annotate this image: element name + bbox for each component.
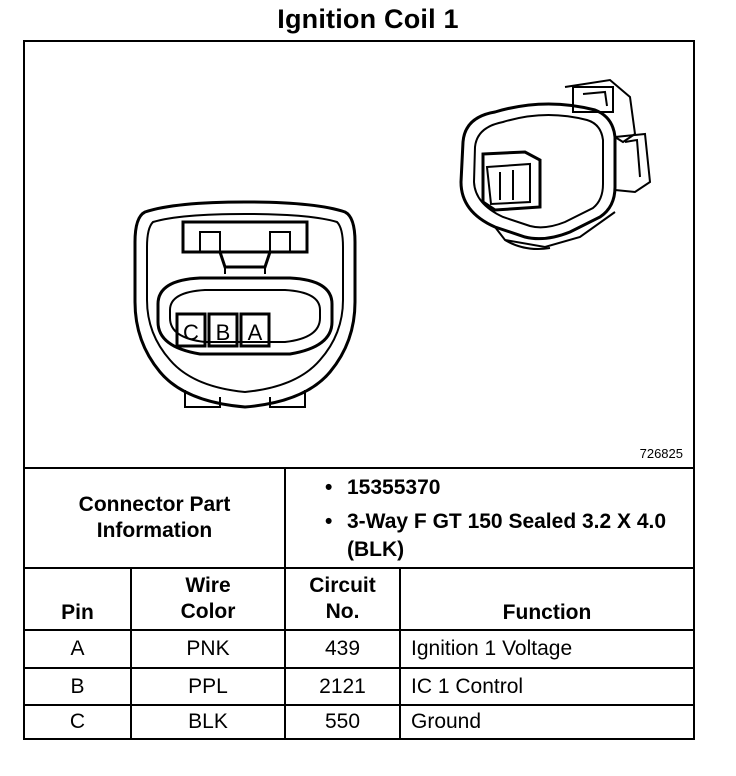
header-wire-color: Wire Color [180,574,236,623]
divider [25,667,693,669]
cell-pin: B [70,674,85,698]
cell-circuit-no: 2121 [319,674,366,698]
cell-wire-color: PNK [186,637,230,660]
cell-function: IC 1 Control [411,674,524,698]
cell-circuit-no: 550 [324,710,361,733]
divider [284,467,286,567]
part-number: 15355370 [347,476,441,499]
page-title: Ignition Coil 1 [277,4,459,34]
header-pin: Pin [61,601,94,624]
cell-wire-color: BLK [188,710,228,733]
list-item: • 15355370 [325,474,685,502]
list-item: • 3-Way F GT 150 Sealed 3.2 X 4.0 (BLK) [325,508,685,564]
cell-function: Ignition 1 Voltage [411,637,573,660]
cell-pin: C [69,710,86,733]
connector-drawing: C B A 726825 [25,42,693,467]
header-circuit-no: Circuit No. [309,574,376,623]
divider [25,629,693,631]
connector-info-list: • 15355370 • 3-Way F GT 150 Sealed 3.2 X… [325,474,685,564]
pin-label-b: B [216,320,231,345]
pin-label-a: A [248,320,263,345]
divider [25,704,693,706]
divider [130,567,132,738]
connector-illustration: C B A [133,78,652,409]
connector-description: 3-Way F GT 150 Sealed 3.2 X 4.0 (BLK) [347,510,667,561]
connector-front-view [133,200,357,409]
bullet-icon: • [325,510,333,533]
divider [284,567,286,738]
header-function: Function [502,601,592,624]
divider [25,567,693,569]
connector-sheet: C B A 726825 [23,40,695,740]
bullet-icon: • [325,476,333,499]
connector-iso-view [459,78,652,250]
cell-wire-color: PPL [188,674,228,698]
cell-function: Ground [411,710,482,733]
connector-info-label: Connector Part Information [78,493,231,542]
divider [25,467,693,469]
divider [399,567,401,738]
cell-pin: A [70,637,85,660]
cell-circuit-no: 439 [324,637,361,660]
pin-label-c: C [183,320,199,345]
figure-id: 726825 [639,446,683,461]
